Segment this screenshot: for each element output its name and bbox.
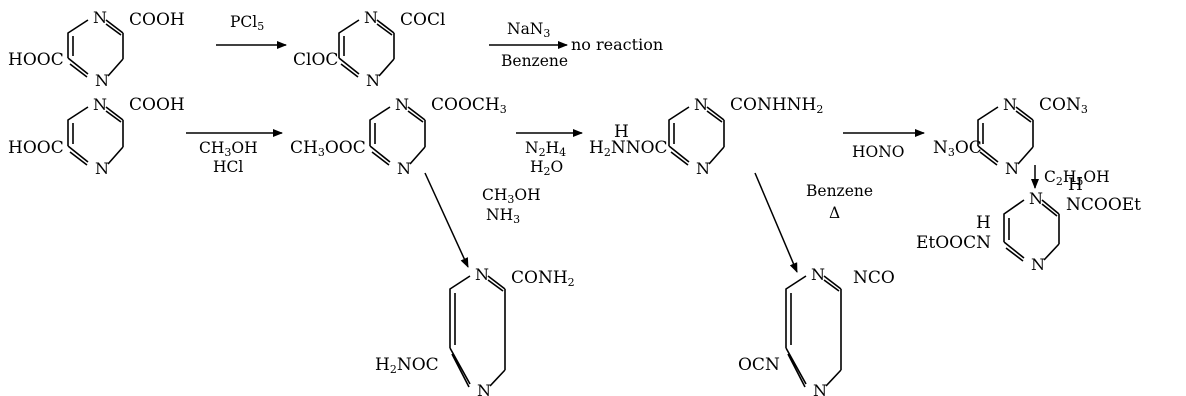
reagent-h2o: H2O	[530, 158, 563, 178]
substituent-h2nnoc: H2NNOC	[589, 138, 668, 159]
arrow-nan3: NaN3 Benzene	[489, 20, 568, 70]
ring-n-bottom: N	[1031, 255, 1045, 274]
reagent-nan3: NaN3	[507, 20, 550, 40]
ring-n-bottom: N	[95, 71, 109, 90]
reagent-ch3oh: CH3OH	[482, 186, 541, 206]
ring-n-top: N	[694, 95, 708, 114]
molecule-diester: N N COOCH3 CH3OOC	[290, 95, 507, 178]
substituent-n3oc: N3OC	[933, 138, 982, 159]
ring-n-bottom: N	[696, 159, 710, 178]
ring-n-bottom: N	[95, 159, 109, 178]
ring-n-top: N	[395, 95, 409, 114]
ring-n-top: N	[475, 265, 489, 284]
substituent-con3: CON3	[1039, 95, 1088, 116]
ring-n-top: N	[364, 8, 378, 27]
substituent-hooc: HOOC	[8, 50, 64, 70]
substituent-ch3ooc: CH3OOC	[290, 138, 366, 159]
substituent-cloc: ClOC	[293, 50, 338, 70]
reagent-ch3oh: CH3OH	[199, 139, 258, 159]
molecule-row2-diacid: N N COOH HOOC	[8, 95, 185, 178]
reagent-ethanol: C2H5OH	[1044, 168, 1110, 188]
reagent-heat: Δ	[829, 204, 840, 222]
ring-n-bottom: N	[1005, 159, 1019, 178]
reagent-nh3: NH3	[486, 206, 520, 226]
molecule-dicarbamate: N N H NCOOEt H EtOOCN	[916, 175, 1141, 274]
no-reaction-label: no reaction	[571, 35, 663, 54]
ring-n-bottom: N	[397, 159, 411, 178]
ring-n-top: N	[1029, 189, 1043, 208]
reagent-pcl5: PCl5	[230, 13, 264, 33]
molecule-diacid-chloride: N N COCl ClOC	[293, 8, 445, 90]
arrow-n2h4: N2H4 H2O	[516, 129, 583, 178]
substituent-conhnh2: CONHNH2	[730, 95, 823, 116]
substituent-cooh: COOH	[129, 10, 185, 30]
molecule-diisocyanate: N N NCO OCN	[738, 265, 895, 396]
substituent-cooh: COOH	[129, 95, 185, 115]
carbamate-h-top: H	[1068, 175, 1083, 195]
substituent-hooc: HOOC	[8, 138, 64, 158]
substituent-conh2: CONH2	[511, 268, 575, 289]
ring-n-top: N	[93, 8, 107, 27]
molecule-dihydrazide: N N CONHNH2 H H2NNOC	[589, 95, 823, 178]
reagent-hcl: HCl	[213, 158, 243, 176]
substituent-cocl: COCl	[400, 10, 445, 30]
carbamate-h-bottom: H	[976, 213, 991, 233]
ring-n-bottom: N	[366, 71, 380, 90]
molecule-diamide: N N CONH2 H2NOC	[375, 265, 575, 396]
arrow-benzene-heat: Benzene Δ	[754, 172, 873, 273]
arrow-pcl5: PCl5	[216, 13, 287, 49]
substituent-cooch3: COOCH3	[431, 95, 507, 116]
substituent-ncooet: NCOOEt	[1066, 195, 1141, 215]
substituent-nco: NCO	[853, 268, 895, 288]
substituent-h2noc: H2NOC	[375, 355, 439, 376]
molecule-diazide: N N CON3 N3OC	[933, 95, 1088, 178]
substituent-etoocn: EtOOCN	[916, 233, 991, 253]
substituent-ocn: OCN	[738, 355, 780, 375]
arrow-ch3oh-hcl: CH3OH HCl	[186, 129, 283, 176]
reagent-benzene: Benzene	[806, 182, 873, 200]
ring-n-bottom: N	[813, 381, 827, 396]
reagent-benzene: Benzene	[501, 52, 568, 70]
ring-n-top: N	[1003, 95, 1017, 114]
hydrazide-h: H	[614, 122, 629, 142]
ring-n-top: N	[93, 95, 107, 114]
ring-n-top: N	[811, 265, 825, 284]
arrow-ethanol: C2H5OH	[1031, 165, 1110, 189]
arrow-ch3oh-nh3: CH3OH NH3	[424, 172, 541, 268]
reagent-n2h4: N2H4	[525, 139, 566, 159]
ring-n-bottom: N	[477, 381, 491, 396]
molecule-row1-diacid: N N COOH HOOC	[8, 8, 185, 90]
reagent-hono: HONO	[852, 143, 905, 161]
arrow-hono: HONO	[843, 129, 925, 161]
